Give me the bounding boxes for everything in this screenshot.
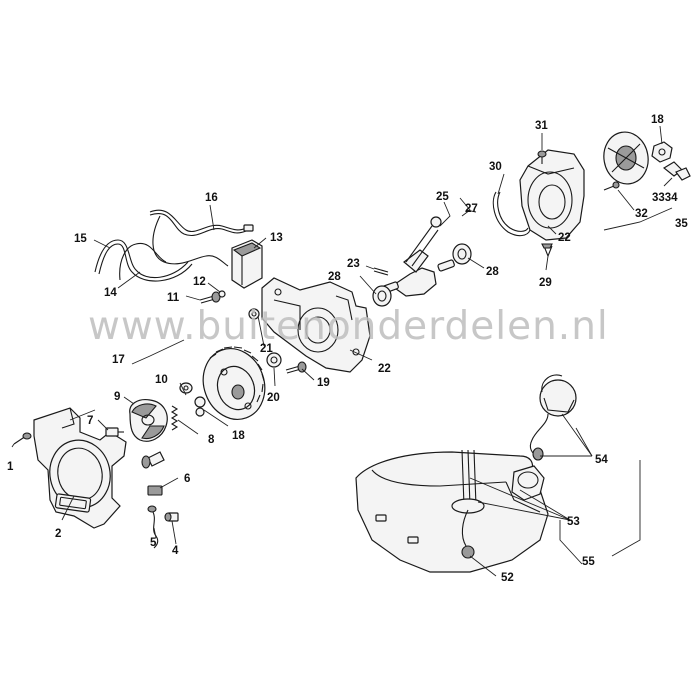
clutch-spring [170, 405, 179, 431]
callout-55: 55 [582, 556, 595, 568]
pawls-3334 [662, 161, 691, 181]
retaining-clip-30 [492, 191, 531, 237]
crankcase-half-right [519, 149, 585, 241]
spring-clip-29 [541, 243, 553, 258]
callout-9: 9 [114, 391, 120, 403]
recoil-starter-housing [33, 407, 127, 529]
needle-pin-23 [373, 267, 389, 276]
fuel-tank [355, 451, 549, 573]
callout-25: 25 [436, 191, 449, 203]
callout-31: 31 [535, 120, 548, 132]
callout-21: 21 [260, 343, 273, 355]
callout-19: 19 [317, 377, 330, 389]
bolt-pivot [141, 451, 165, 469]
fuel-line-hose [94, 239, 193, 282]
callout-11: 11 [167, 292, 180, 304]
callout-54: 54 [595, 454, 608, 466]
washer-21 [248, 308, 260, 320]
bearing-28-left [372, 285, 392, 307]
stop-switch [231, 239, 263, 289]
callout-3334: 3334 [652, 192, 678, 204]
flywheel [202, 346, 266, 420]
screw-1 [13, 432, 32, 445]
bearing-28-right [452, 243, 472, 265]
callout-16: 16 [205, 192, 218, 204]
ignition-wire [149, 209, 254, 267]
callout-14: 14 [104, 287, 117, 299]
crankcase-half-left [261, 277, 371, 373]
callout-28-right: 28 [486, 266, 499, 278]
callout-30: 30 [489, 161, 502, 173]
contact-6 [147, 485, 163, 496]
bolt-4 [164, 512, 179, 522]
tank-cap-54 [529, 374, 577, 461]
callout-6: 6 [184, 473, 190, 485]
callout-8: 8 [208, 434, 215, 446]
clutch-assembly [129, 399, 168, 442]
fuel-tubes-53 [451, 449, 485, 559]
callout-2: 2 [55, 528, 61, 540]
callout-15: 15 [74, 233, 87, 245]
callout-7: 7 [87, 415, 93, 427]
callout-1: 1 [7, 461, 14, 473]
seal-20 [266, 352, 282, 368]
callout-20: 20 [267, 392, 280, 404]
callout-5: 5 [150, 537, 157, 549]
callout-35: 35 [675, 218, 688, 230]
callout-12: 12 [193, 276, 206, 288]
callout-13: 13 [270, 232, 283, 244]
crankshaft [381, 216, 455, 297]
washer-18 [194, 396, 206, 417]
leader-lines [11, 125, 673, 577]
bolt-19 [285, 361, 307, 374]
callout-4: 4 [172, 545, 179, 557]
screw-7 [105, 427, 124, 437]
callout-10: 10 [155, 374, 168, 386]
callout-28-left: 28 [328, 271, 341, 283]
callout-22-lower: 22 [378, 363, 391, 375]
callout-53: 53 [567, 516, 580, 528]
screw-32 [603, 181, 620, 191]
bolt-11 [199, 291, 221, 304]
callout-22-upper: 22 [558, 232, 571, 244]
washer-10 [179, 382, 193, 394]
nut-18 [651, 141, 673, 163]
callout-52: 52 [501, 572, 514, 584]
screw-31 [537, 150, 547, 164]
callout-18-lower: 18 [232, 430, 245, 442]
callout-29: 29 [539, 277, 552, 289]
starter-pulley [603, 131, 649, 185]
callout-23: 23 [347, 258, 360, 270]
callout-17: 17 [112, 354, 125, 366]
callout-27: 27 [465, 203, 478, 215]
watermark-text: www.buitenonderdelen.nl [88, 304, 609, 349]
washer-12 [218, 290, 226, 298]
callout-32: 32 [635, 208, 648, 220]
callout-18-upper: 18 [651, 114, 664, 126]
callout-labels: 16 15 13 14 12 11 17 21 10 9 7 8 18 19 2… [7, 114, 688, 584]
wire-terminal [243, 224, 254, 232]
